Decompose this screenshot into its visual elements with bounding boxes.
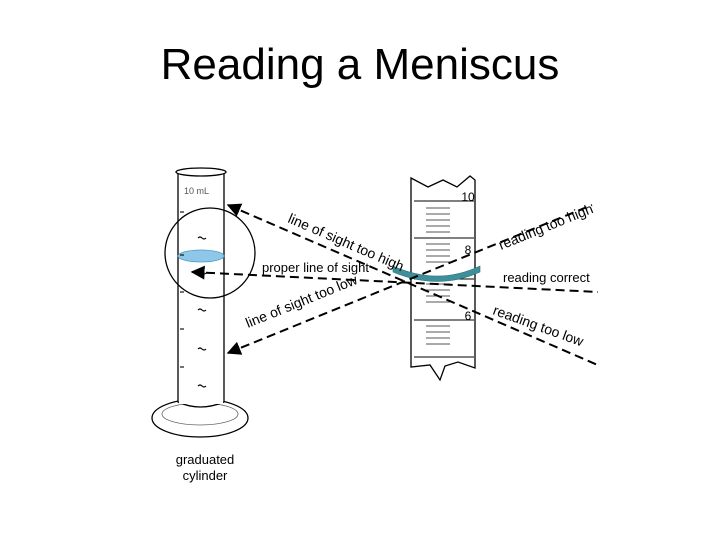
label-reading-correct: reading correct [503,270,590,285]
scale-label-10: 10 [461,190,475,204]
liquid-surface [177,249,225,263]
sightline-too-high [226,203,601,367]
magnified-scale: 10 8 6 [392,175,481,382]
scale-label-6: 6 [465,309,472,323]
cylinder-liquid [179,256,223,404]
label-reading-too-high: reading too high [496,200,595,252]
label-proper-sight: proper line of sight [262,260,369,275]
cylinder-caption-line2: cylinder [183,468,228,483]
sightline-too-low [226,204,593,355]
capacity-label: 10 mL [184,186,209,196]
graduated-cylinder: 10 mL graduated cylinder [151,167,256,483]
slide-title: Reading a Meniscus [160,40,560,89]
cylinder-mouth [175,167,227,177]
sightline-proper [190,265,599,293]
scale-label-8: 8 [465,243,472,257]
sightlines [190,203,601,367]
cylinder-caption-line1: graduated [176,452,235,467]
label-sight-too-low: line of sight too low [243,271,360,331]
magnifier-circle [164,207,256,299]
